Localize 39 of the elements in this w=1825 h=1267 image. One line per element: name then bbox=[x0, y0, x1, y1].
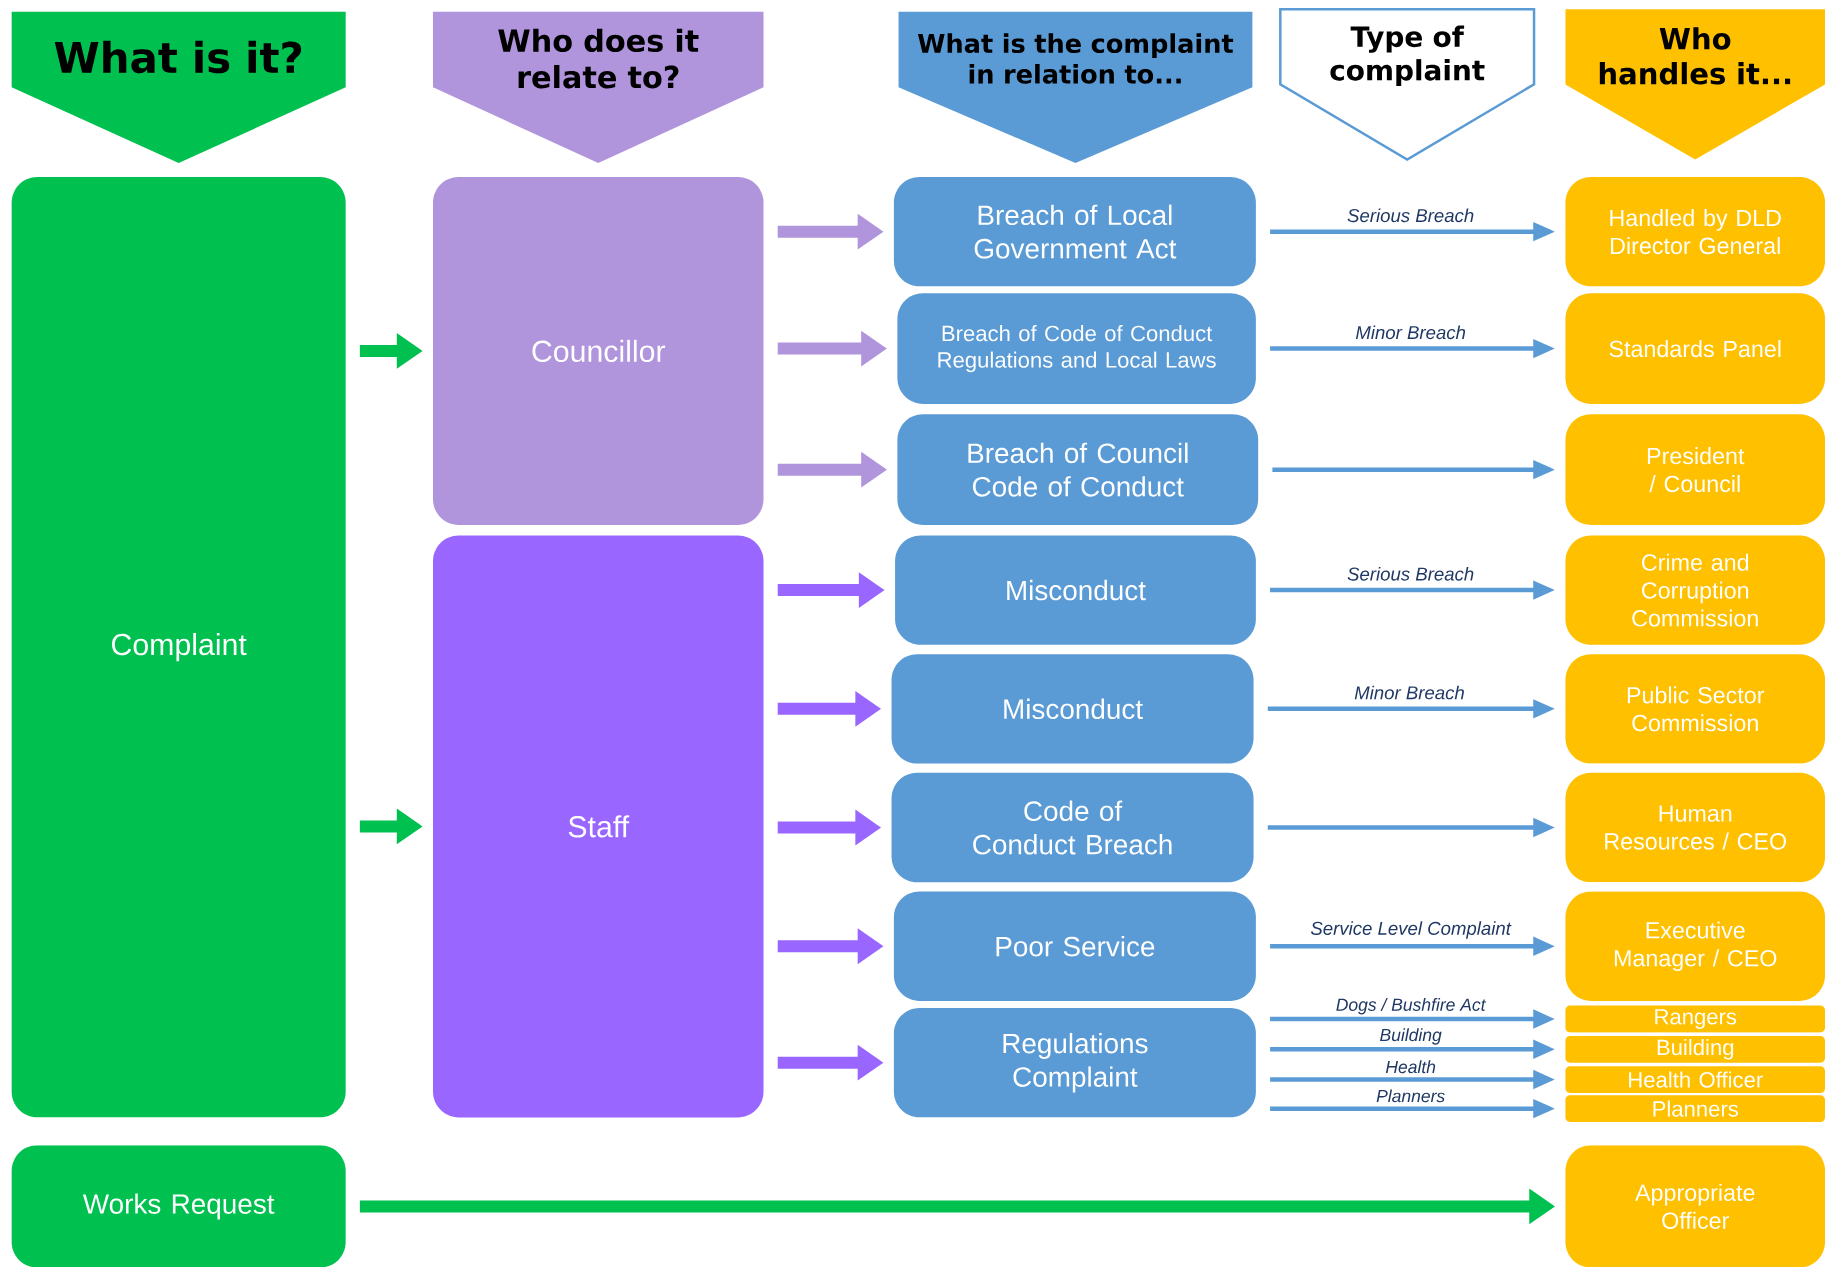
rounded-box: Public Sector Commission bbox=[1565, 654, 1825, 764]
rounded-box: Building bbox=[1565, 1035, 1825, 1063]
edge-label: Serious Breach bbox=[1346, 208, 1475, 223]
edge-label: Building bbox=[1379, 1027, 1443, 1046]
edge-label: Planners bbox=[1375, 1088, 1446, 1103]
rounded-box: Health Officer bbox=[1565, 1066, 1825, 1093]
rounded-box: Executive Manager / CEO bbox=[1565, 891, 1825, 1001]
edge-label: Serious Breach bbox=[1346, 566, 1475, 582]
rounded-box: Regulations Complaint bbox=[893, 1007, 1256, 1118]
rounded-box: Appropriate Officer bbox=[1565, 1145, 1825, 1267]
rounded-box: Works Request bbox=[11, 1145, 346, 1267]
rounded-box: Complaint bbox=[11, 176, 346, 1118]
rounded-box: Code of Conduct Breach bbox=[891, 772, 1254, 883]
header-banner: Who does it relate to? bbox=[433, 11, 764, 163]
edge-label: Service Level Complaint bbox=[1309, 920, 1512, 940]
rounded-box: Handled by DLD Director General bbox=[1565, 176, 1825, 287]
node-label: Planners bbox=[1653, 1100, 1739, 1117]
rounded-box: Poor Service bbox=[893, 891, 1256, 1001]
rounded-box: Planners bbox=[1565, 1095, 1825, 1123]
header-banner: Type of complaint bbox=[1279, 8, 1536, 161]
header-banner: What is the complaint in relation to... bbox=[898, 11, 1253, 163]
header-banner: What is it? bbox=[11, 11, 346, 163]
edge-label: Minor Breach bbox=[1354, 324, 1467, 340]
rounded-box: Human Resources / CEO bbox=[1565, 772, 1825, 883]
rounded-box: Rangers bbox=[1565, 1005, 1825, 1033]
rounded-box: Misconduct bbox=[895, 535, 1256, 645]
rounded-box: Councillor bbox=[433, 176, 764, 525]
rounded-box: President / Council bbox=[1565, 414, 1825, 525]
header-banner: Who handles it... bbox=[1565, 9, 1825, 160]
rounded-box: Breach of Code of Conduct Regulations and Local Laws bbox=[897, 293, 1256, 404]
rounded-box: Staff bbox=[433, 535, 764, 1118]
rounded-box: Crime and Corruption Commission bbox=[1565, 535, 1825, 645]
rounded-box: Standards Panel bbox=[1565, 293, 1825, 404]
rounded-box: Breach of Local Government Act bbox=[893, 176, 1256, 287]
edge-label: Dogs / Bushfire Act bbox=[1335, 997, 1487, 1015]
rounded-box: Misconduct bbox=[891, 654, 1254, 764]
edge-label: Health bbox=[1384, 1059, 1437, 1074]
edge-label: Minor Breach bbox=[1353, 685, 1466, 700]
rounded-box: Breach of Council Code of Conduct bbox=[897, 414, 1259, 525]
